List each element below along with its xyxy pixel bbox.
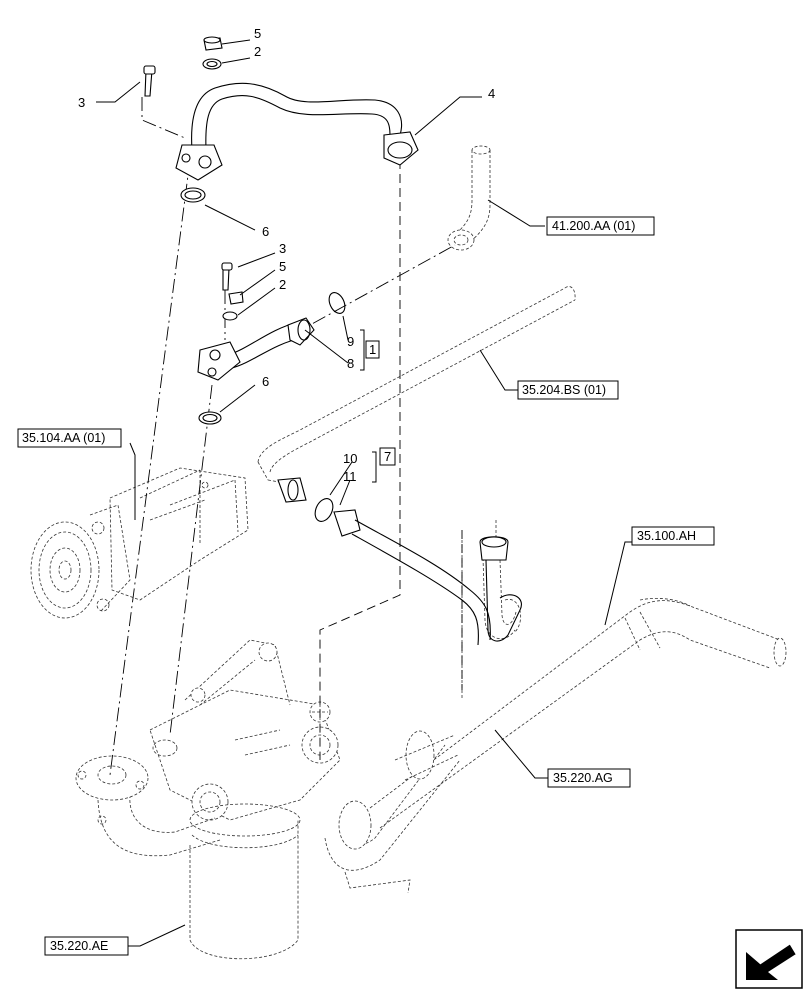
assembly-centerlines	[109, 97, 463, 776]
ref-35-104-aa[interactable]: 35.104.AA (01)	[17, 428, 122, 448]
callout-4: 4	[488, 86, 495, 101]
ref-35-220-ag[interactable]: 35.220.AG	[547, 768, 631, 788]
callout-2: 2	[279, 277, 286, 292]
middle-pipe-assembly	[197, 317, 315, 381]
callout-1: 1	[369, 342, 376, 357]
ref-35-100-ah[interactable]: 35.100.AH	[631, 526, 715, 546]
callout-6: 6	[262, 374, 269, 389]
callout-9: 9	[347, 334, 354, 349]
leader-lines	[96, 39, 632, 947]
o-ring-6b	[198, 411, 222, 425]
phantom-components	[30, 145, 787, 960]
o-ring-6a	[180, 187, 206, 203]
phantom-tube-35100	[369, 598, 787, 829]
callout-5: 5	[279, 259, 286, 274]
callout-6: 6	[262, 224, 269, 239]
callout-labels: 5 2 3 4 6 3 5 2 9 8 1 6 10 11 7	[78, 26, 495, 484]
lower-pipe-assembly	[277, 477, 522, 646]
callout-7: 7	[384, 449, 391, 464]
callout-11: 11	[343, 469, 357, 484]
ref-35-220-ae[interactable]: 35.220.AE	[44, 936, 129, 956]
cap-5b	[228, 291, 244, 305]
phantom-hose-35220ag	[324, 730, 461, 894]
ref-label[interactable]: 41.200.AA (01)	[552, 219, 635, 233]
arrow-down-left-icon[interactable]	[735, 929, 803, 989]
upper-pipe-assembly	[175, 82, 419, 181]
o-ring-2a	[202, 58, 222, 70]
ref-41-200-aa[interactable]: 41.200.AA (01)	[546, 216, 655, 236]
transmission-pump	[30, 467, 249, 619]
callout-8: 8	[347, 356, 354, 371]
callout-3: 3	[279, 241, 286, 256]
filter-canister	[189, 803, 301, 960]
callout-2: 2	[254, 44, 261, 59]
screw-3b	[221, 262, 233, 291]
callout-box	[365, 340, 380, 359]
filter-head	[149, 639, 341, 821]
ref-35-204-bs[interactable]: 35.204.BS (01)	[517, 380, 619, 400]
phantom-pipe-41200	[447, 145, 491, 251]
ref-label[interactable]: 35.220.AG	[553, 771, 613, 785]
cap-5a	[203, 36, 223, 51]
o-ring-2b	[222, 311, 238, 321]
callout-10: 10	[343, 451, 357, 466]
ref-label[interactable]: 35.100.AH	[637, 529, 696, 543]
callout-5: 5	[254, 26, 261, 41]
ref-label[interactable]: 35.204.BS (01)	[522, 383, 606, 397]
o-ring-9	[328, 292, 346, 314]
phantom-left-hose	[75, 755, 221, 857]
screw-3a	[143, 65, 156, 97]
ref-label[interactable]: 35.220.AE	[50, 939, 108, 953]
callout-3: 3	[78, 95, 85, 110]
ref-label[interactable]: 35.104.AA (01)	[22, 431, 105, 445]
callout-box	[379, 447, 396, 466]
